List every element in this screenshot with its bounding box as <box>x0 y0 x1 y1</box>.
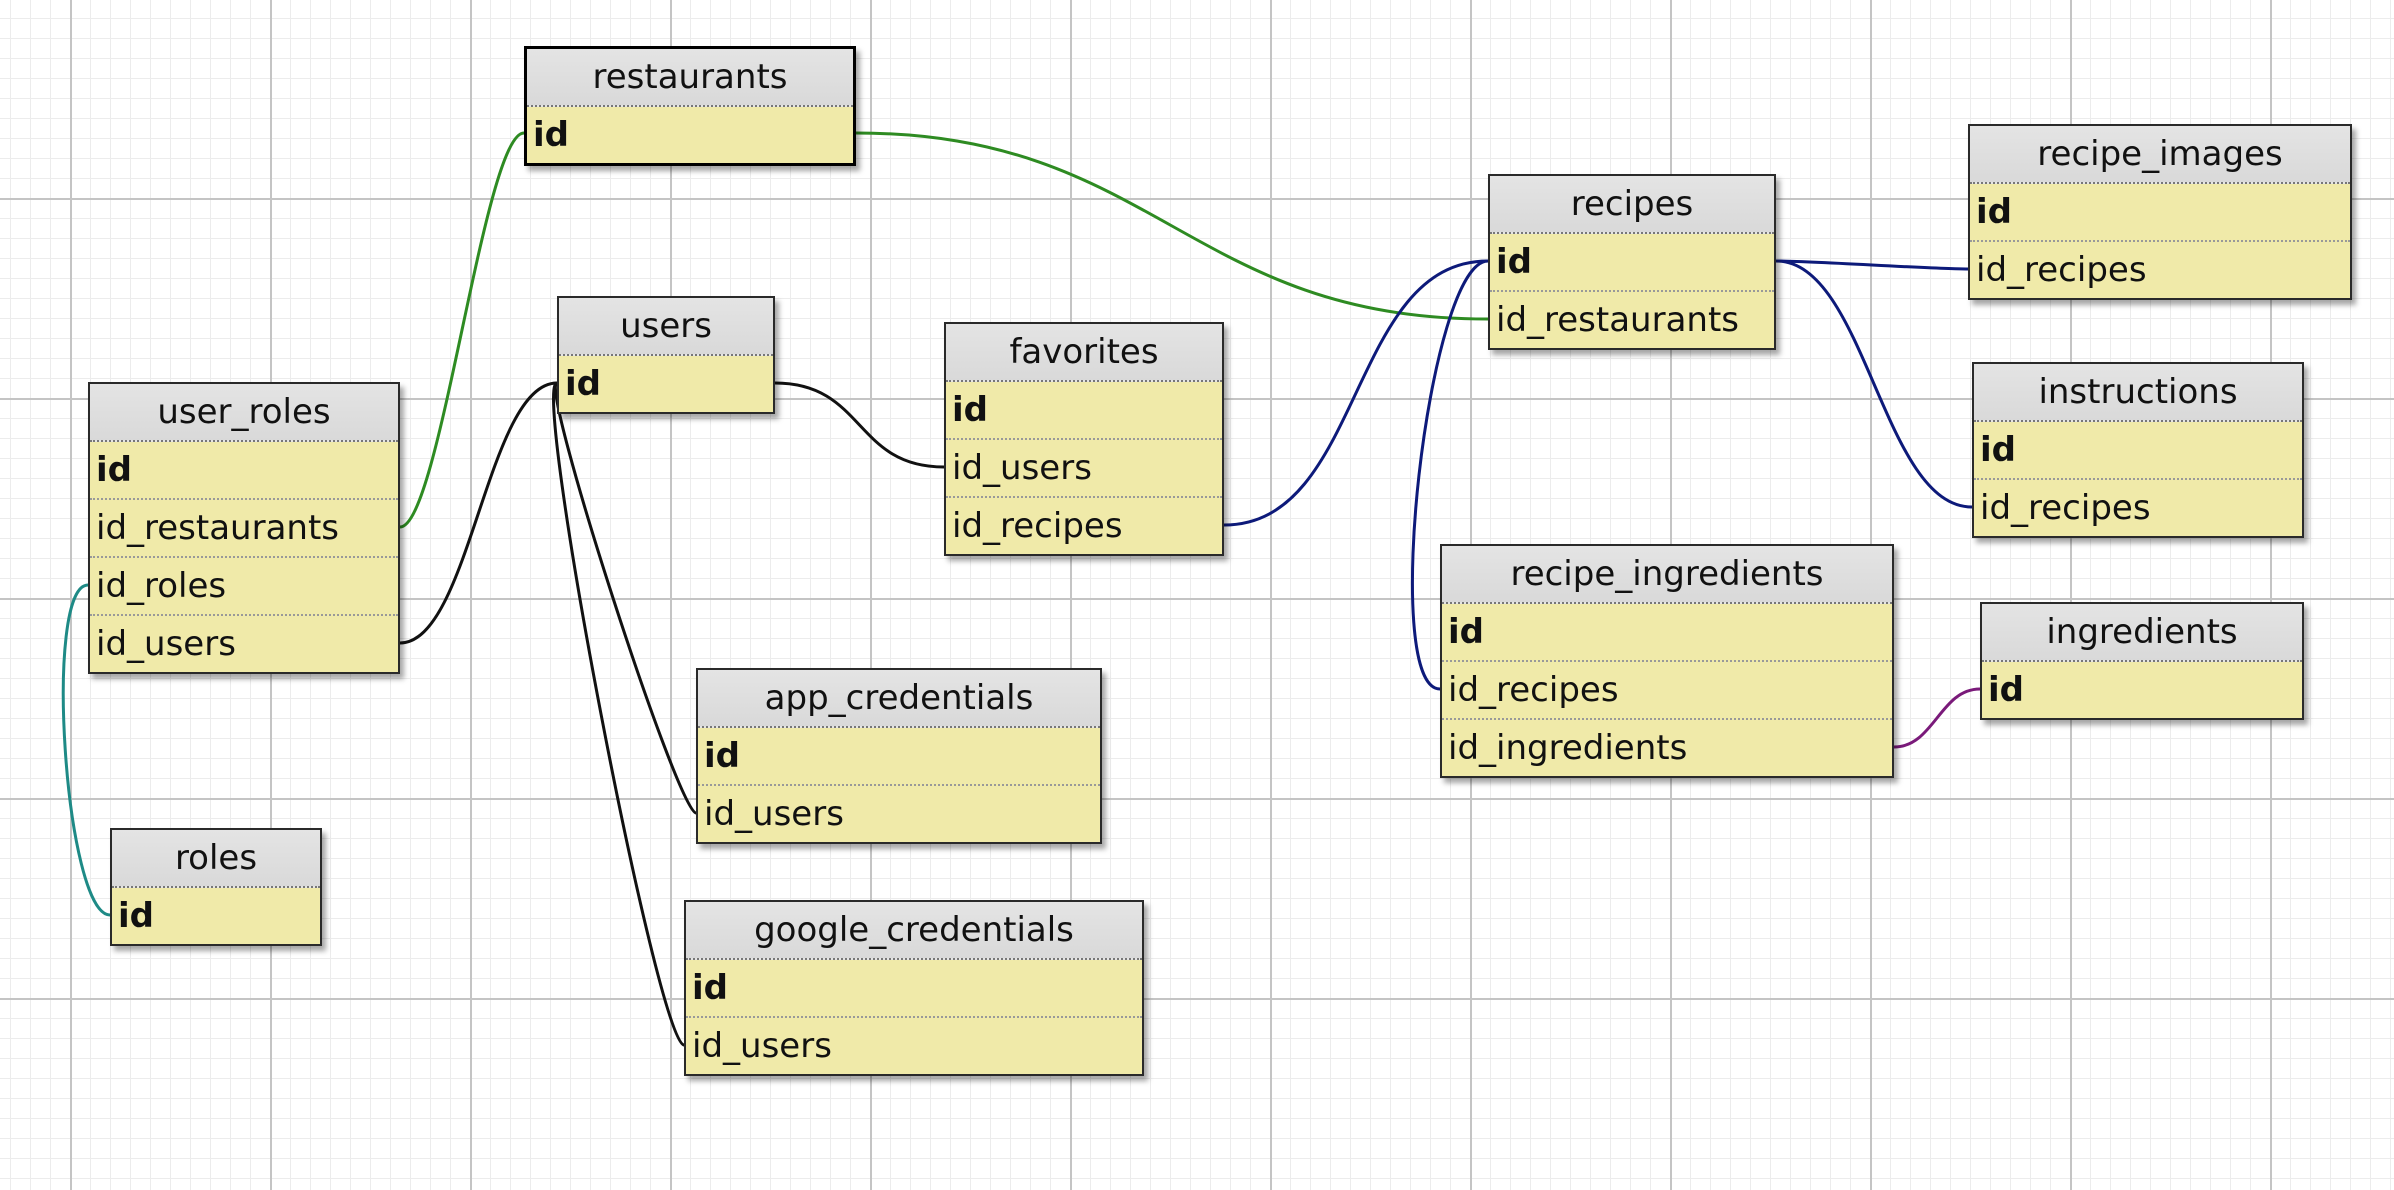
foreign-key-field[interactable]: id_recipes <box>952 506 1123 546</box>
primary-key-field[interactable]: id <box>1970 184 2350 242</box>
relation-line[interactable] <box>1410 259 1489 691</box>
relation-line[interactable] <box>1775 259 1969 271</box>
foreign-key-field[interactable]: id_users <box>704 794 844 834</box>
foreign-key-field[interactable]: id_recipes <box>1976 250 2147 290</box>
table-title[interactable]: users <box>559 298 773 356</box>
relation-line[interactable] <box>399 131 525 529</box>
primary-key-field[interactable]: id <box>1490 234 1774 292</box>
table-users[interactable]: users id <box>557 296 775 414</box>
relation-line[interactable] <box>1893 687 1981 749</box>
foreign-key-field[interactable]: id_recipes <box>1980 488 2151 528</box>
relation-line[interactable] <box>1223 259 1489 527</box>
table-title[interactable]: app_credentials <box>698 670 1100 728</box>
table-restaurants[interactable]: restaurants id <box>524 46 856 166</box>
primary-key-field[interactable]: id <box>118 896 154 936</box>
table-title[interactable]: recipe_images <box>1970 126 2350 184</box>
primary-key-field[interactable]: id <box>1988 670 2024 710</box>
table-title[interactable]: restaurants <box>527 49 853 107</box>
foreign-key-field[interactable]: id_users <box>692 1026 832 1066</box>
primary-key-field[interactable]: id <box>565 364 601 404</box>
table-title[interactable]: favorites <box>946 324 1222 382</box>
table-title[interactable]: roles <box>112 830 320 888</box>
table-title[interactable]: user_roles <box>90 384 398 442</box>
foreign-key-field[interactable]: id_recipes <box>1442 662 1892 720</box>
primary-key-field[interactable]: id <box>686 960 1142 1018</box>
relation-line[interactable] <box>855 131 1489 321</box>
foreign-key-field[interactable]: id_restaurants <box>90 500 398 558</box>
relation-line[interactable] <box>61 583 111 917</box>
foreign-key-field[interactable]: id_ingredients <box>1448 728 1688 768</box>
relation-line[interactable] <box>399 381 558 645</box>
table-title[interactable]: recipes <box>1490 176 1774 234</box>
table-title[interactable]: google_credentials <box>686 902 1142 960</box>
table-ingredients[interactable]: ingredients id <box>1980 602 2304 720</box>
primary-key-field[interactable]: id <box>533 115 569 155</box>
primary-key-field[interactable]: id <box>1442 604 1892 662</box>
relation-line[interactable] <box>1775 259 1973 509</box>
foreign-key-field[interactable]: id_users <box>946 440 1222 498</box>
primary-key-field[interactable]: id <box>90 442 398 500</box>
foreign-key-field[interactable]: id_roles <box>90 558 398 616</box>
primary-key-field[interactable]: id <box>1974 422 2302 480</box>
foreign-key-field[interactable]: id_restaurants <box>1496 300 1740 340</box>
primary-key-field[interactable]: id <box>946 382 1222 440</box>
relation-line[interactable] <box>554 381 698 815</box>
table-roles[interactable]: roles id <box>110 828 322 946</box>
table-title[interactable]: ingredients <box>1982 604 2302 662</box>
primary-key-field[interactable]: id <box>698 728 1100 786</box>
relation-line[interactable] <box>774 381 945 469</box>
table-title[interactable]: recipe_ingredients <box>1442 546 1892 604</box>
table-title[interactable]: instructions <box>1974 364 2302 422</box>
foreign-key-field[interactable]: id_users <box>96 624 236 664</box>
relation-line[interactable] <box>552 381 686 1047</box>
